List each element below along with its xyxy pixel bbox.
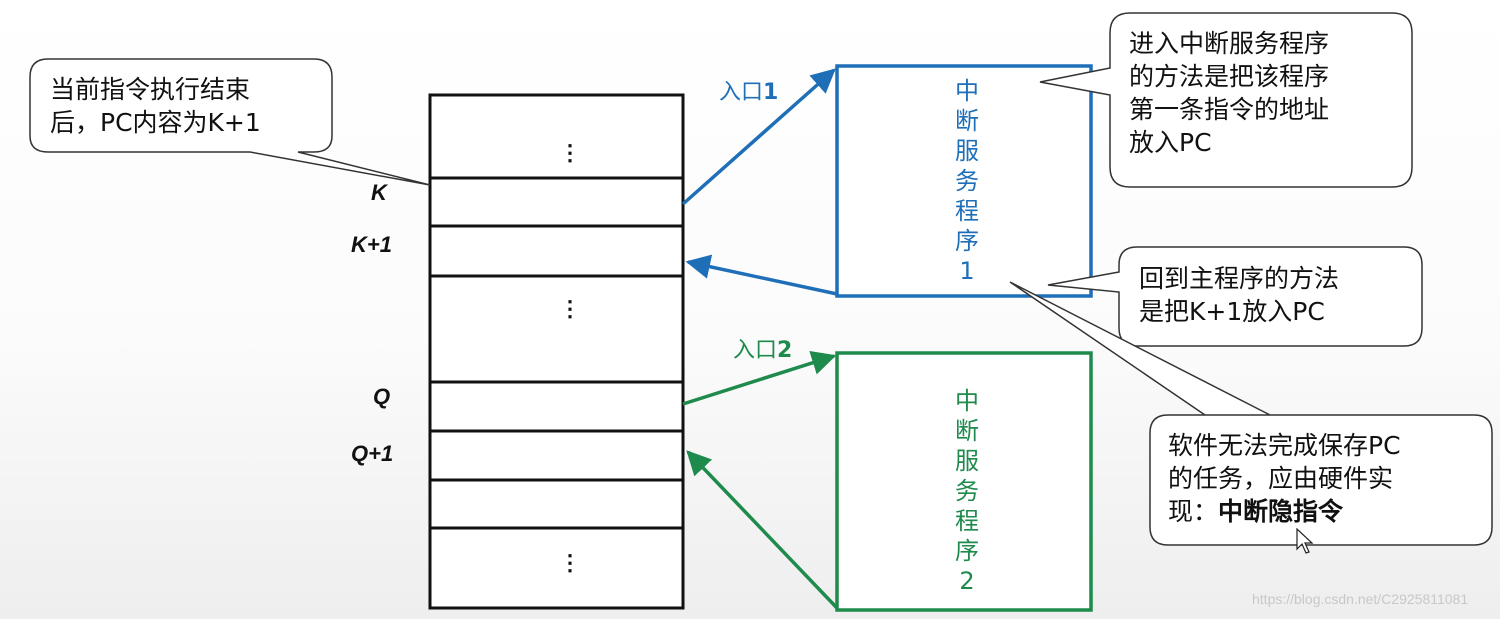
entry-1-number: 1 — [763, 80, 779, 105]
callout-pc-content — [29, 58, 431, 186]
entry-2-text: 入口 — [733, 338, 778, 363]
row-label-k: K — [371, 180, 387, 205]
entry-2-arrow — [682, 351, 837, 406]
callout-return — [1047, 246, 1423, 347]
memory-ellipsis: ⋮ — [559, 550, 581, 575]
callout-hardware-save-emphasis: 中断隐指令 — [1218, 497, 1344, 526]
mouse-cursor-icon — [1296, 528, 1314, 554]
callout-hardware-save-body: 软件无法完成保存PC 的任务，应由硬件实 现： — [1168, 431, 1401, 526]
callout-hardware-save-text: 软件无法完成保存PC 的任务，应由硬件实 现：中断隐指令 — [1168, 429, 1401, 528]
row-label-q: Q — [373, 384, 391, 409]
entry-2-number: 2 — [777, 338, 793, 363]
isr-1-box — [835, 64, 1093, 298]
memory-ellipsis: ⋮ — [559, 296, 581, 321]
isr-2-box — [835, 351, 1093, 612]
entry-1-arrow — [681, 68, 836, 206]
callout-return-text: 回到主程序的方法 是把K+1放入PC — [1139, 264, 1340, 326]
entry-2-label: 入口2 — [733, 332, 792, 364]
row-label-q-plus-1: Q+1 — [351, 441, 394, 466]
callout-enter-isr-text: 进入中断服务程序 的方法是把该程序 第一条指令的地址 放入PC — [1129, 29, 1330, 157]
memory-outline — [428, 93, 685, 610]
callout-enter-isr — [1039, 12, 1413, 188]
callout-hardware-save — [1009, 281, 1493, 546]
entry-1-label: 入口1 — [719, 74, 778, 106]
main-program-memory — [428, 93, 685, 610]
watermark: https://blog.csdn.net/C2925811081 — [1252, 591, 1469, 607]
memory-ellipsis: ⋮ — [559, 140, 581, 165]
isr-1-label: 中 断 服 务 程 序 1 — [955, 77, 979, 285]
row-label-k-plus-1: K+1 — [351, 232, 392, 257]
entry-1-text: 入口 — [719, 80, 764, 105]
return-2-arrow — [686, 450, 839, 610]
return-1-arrow — [685, 254, 838, 296]
callout-pc-content-text: 当前指令执行结束 后，PC内容为K+1 — [50, 75, 261, 137]
isr-2-label: 中 断 服 务 程 序 2 — [955, 387, 979, 595]
